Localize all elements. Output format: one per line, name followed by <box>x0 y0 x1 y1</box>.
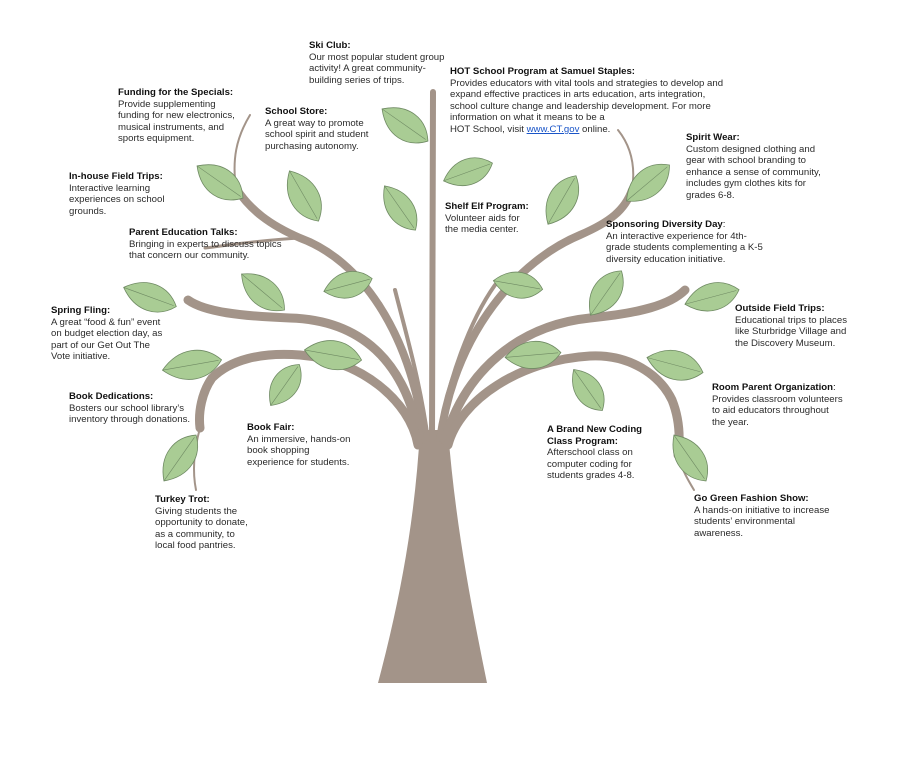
funding-specials-text: Provide supplementing funding for new el… <box>118 98 235 145</box>
callout-parent-talks: Parent Education Talks: Bringing in expe… <box>129 227 319 262</box>
branch-center <box>429 89 436 443</box>
spirit-wear-text: Custom designed clothing and gear with s… <box>686 143 821 201</box>
go-green-title: Go Green Fashion Show: <box>694 493 809 504</box>
outside-trips-title: Outside Field Trips: <box>735 303 825 314</box>
room-parent-title-suffix: : <box>833 382 836 393</box>
leaf-vein <box>289 170 318 219</box>
leaf-vein <box>493 280 541 290</box>
room-parent-text: Provides classroom volunteers to aid edu… <box>712 393 843 428</box>
callout-coding-class: A Brand New Coding Class Program: Afters… <box>547 424 667 482</box>
leaf-vein <box>381 108 426 140</box>
outside-trips-text: Educational trips to places like Sturbri… <box>735 314 847 349</box>
coding-class-title: A Brand New Coding Class Program: <box>547 424 643 447</box>
callout-spirit-wear: Spirit Wear: Custom designed clothing an… <box>686 132 846 202</box>
turkey-trot-text: Giving students the opportunity to donat… <box>155 505 248 552</box>
leaf-vein <box>590 272 621 316</box>
branch-inner-left <box>393 288 430 442</box>
branch-right-lower <box>443 351 684 460</box>
leaf-vein <box>505 352 559 358</box>
branch-right-upper <box>436 186 636 444</box>
callout-spring-fling: Spring Fling: A great “food & fun” event… <box>51 305 181 363</box>
leaf <box>545 175 579 225</box>
leaf-vein <box>123 287 174 306</box>
leaf-vein <box>196 165 241 197</box>
shelf-elf-title: Shelf Elf Program: <box>445 201 529 212</box>
leaf-vein <box>573 369 602 409</box>
book-fair-text: An immersive, hands-on book shopping exp… <box>247 433 351 468</box>
leaf-vein <box>241 273 283 309</box>
book-dedications-title: Book Dedications: <box>69 391 154 402</box>
inhouse-trips-title: In-house Field Trips: <box>69 171 163 182</box>
callout-outside-trips: Outside Field Trips: Educational trips t… <box>735 303 885 349</box>
branch-right-upper-tip <box>617 129 635 191</box>
go-green-text: A hands-on initiative to increase studen… <box>694 504 830 539</box>
callout-hot-school: HOT School Program at Samuel Staples: Pr… <box>450 66 740 136</box>
callout-go-green: Go Green Fashion Show: A hands-on initia… <box>694 493 874 539</box>
hot-school-text-after: online. <box>579 123 611 135</box>
callout-room-parent: Room Parent Organization: Provides class… <box>712 382 882 428</box>
spring-fling-title: Spring Fling: <box>51 305 111 316</box>
callout-ski-club: Ski Club: Our most popular student group… <box>309 40 459 86</box>
leaf <box>123 282 177 313</box>
branch-left-upper <box>232 184 429 444</box>
turkey-trot-title: Turkey Trot: <box>155 494 210 505</box>
ski-club-title: Ski Club: <box>309 40 351 51</box>
callout-school-store: School Store: A great way to promote sch… <box>265 106 405 152</box>
branch-right-mid <box>440 285 690 445</box>
leaf-vein <box>162 360 219 371</box>
leaf-vein <box>547 178 575 225</box>
leaf-vein <box>673 434 705 479</box>
shelf-elf-text: Volunteer aids for the media center. <box>445 212 520 236</box>
callout-book-fair: Book Fair: An immersive, hands-on book s… <box>247 422 377 468</box>
spring-fling-text: A great “food & fun” event on budget ele… <box>51 316 163 363</box>
leaf-vein <box>646 357 701 373</box>
school-store-title: School Store: <box>265 106 328 117</box>
branch-inner-right <box>436 283 497 442</box>
leaf-vein <box>304 349 359 360</box>
room-parent-title: Room Parent Organization <box>712 382 833 393</box>
leaf-vein <box>684 290 737 305</box>
book-fair-title: Book Fair: <box>247 422 295 433</box>
ski-club-text: Our most popular student group activity!… <box>309 51 445 86</box>
callout-shelf-elf: Shelf Elf Program: Volunteer aids for th… <box>445 201 565 236</box>
trunk <box>378 430 487 683</box>
tree-branches <box>183 89 695 683</box>
parent-talks-text: Bringing in experts to discuss topics th… <box>129 238 282 262</box>
callout-turkey-trot: Turkey Trot: Giving students the opportu… <box>155 494 275 552</box>
hot-school-link[interactable]: www.CT.gov <box>526 123 580 135</box>
funding-specials-title: Funding for the Specials: <box>118 87 234 98</box>
parent-talks-title: Parent Education Talks: <box>129 227 238 238</box>
leaf-vein <box>323 278 370 292</box>
book-dedications-text: Bosters our school library’s inventory t… <box>69 402 191 426</box>
school-store-text: A great way to promote school spirit and… <box>265 117 369 152</box>
callout-inhouse-trips: In-house Field Trips: Interactive learni… <box>69 171 199 217</box>
branch-left-mid <box>183 295 425 445</box>
leaf-vein <box>270 366 299 406</box>
inhouse-trips-text: Interactive learning experiences on scho… <box>69 182 165 217</box>
tree-leaves <box>123 107 740 482</box>
leaf-vein <box>384 185 415 229</box>
spirit-wear-title: Spirit Wear: <box>686 132 740 143</box>
leaf-vein <box>163 437 195 482</box>
callout-funding-specials: Funding for the Specials: Provide supple… <box>118 87 268 145</box>
callout-book-dedications: Book Dedications: Bosters our school lib… <box>69 391 209 426</box>
callout-diversity-day: Sponsoring Diversity Day: An interactive… <box>606 219 806 265</box>
branch-left-lower <box>195 349 423 450</box>
diversity-day-title: Sponsoring Diversity Day <box>606 219 723 230</box>
diversity-day-title-suffix: : <box>722 219 726 230</box>
hot-school-text: Provides educators with vital tools and … <box>450 77 724 135</box>
diversity-day-text: An interactive experience for 4th- grade… <box>606 230 763 265</box>
hot-school-title: HOT School Program at Samuel Staples: <box>450 66 635 77</box>
coding-class-text: Afterschool class on computer coding for… <box>547 447 635 482</box>
leaf-vein <box>626 166 668 202</box>
branch-left-mid2 <box>203 236 302 250</box>
leaf-vein <box>443 163 491 182</box>
leaf <box>287 170 322 222</box>
